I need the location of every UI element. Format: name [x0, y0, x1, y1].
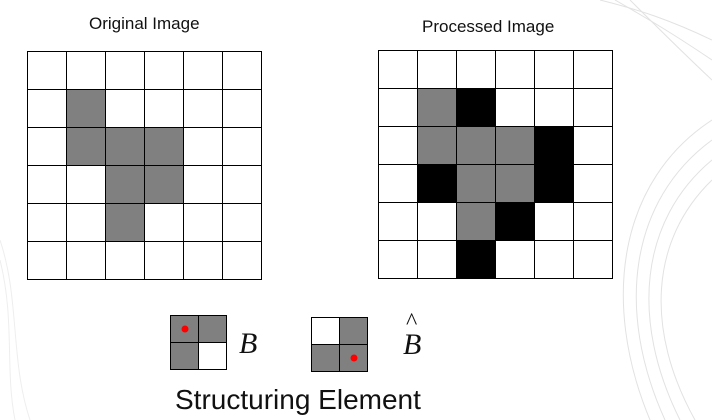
processed-grid-cell — [496, 241, 535, 279]
processed-image-grid — [378, 50, 613, 279]
original-grid-cell — [145, 90, 184, 128]
processed-grid-cell — [379, 89, 418, 127]
processed-grid-cell — [496, 165, 535, 203]
processed-grid-cell — [496, 127, 535, 165]
original-grid-cell — [145, 166, 184, 204]
processed-grid-cell — [379, 203, 418, 241]
structuring-element-b-hat — [311, 317, 368, 372]
original-grid-cell — [184, 128, 223, 166]
processed-grid-cell — [418, 127, 457, 165]
original-grid-cell — [145, 52, 184, 90]
structuring-element-cell — [171, 343, 199, 370]
processed-grid-cell — [574, 203, 613, 241]
processed-grid-cell — [418, 89, 457, 127]
symbol-b: B — [239, 327, 257, 361]
original-grid-cell — [67, 242, 106, 280]
processed-grid-cell — [457, 241, 496, 279]
original-grid-cell — [223, 128, 262, 166]
processed-grid-cell — [535, 51, 574, 89]
original-grid-cell — [145, 242, 184, 280]
symbol-b-hat-letter: B — [403, 328, 422, 361]
original-grid-cell — [145, 128, 184, 166]
original-grid-cell — [184, 52, 223, 90]
origin-dot-icon — [350, 354, 357, 362]
original-grid-cell — [67, 128, 106, 166]
processed-grid-cell — [418, 203, 457, 241]
processed-grid-cell — [457, 203, 496, 241]
symbol-b-letter: B — [239, 327, 258, 360]
original-grid-cell — [223, 90, 262, 128]
original-grid-cell — [106, 128, 145, 166]
structuring-element-cell — [340, 345, 368, 372]
processed-grid-cell — [535, 165, 574, 203]
processed-grid-cell — [574, 127, 613, 165]
original-grid-cell — [28, 52, 67, 90]
original-grid-cell — [67, 52, 106, 90]
processed-grid-cell — [535, 89, 574, 127]
structuring-element-cell — [171, 316, 199, 343]
processed-grid-cell — [496, 89, 535, 127]
processed-grid-cell — [535, 127, 574, 165]
origin-dot-icon — [181, 325, 188, 333]
structuring-element-title: Structuring Element — [175, 384, 421, 415]
processed-grid-cell — [379, 241, 418, 279]
processed-grid-cell — [535, 241, 574, 279]
original-grid-cell — [184, 90, 223, 128]
original-grid-cell — [28, 242, 67, 280]
processed-grid-cell — [457, 51, 496, 89]
original-grid-cell — [184, 166, 223, 204]
original-grid-cell — [67, 204, 106, 242]
original-grid-cell — [106, 242, 145, 280]
original-grid-cell — [67, 166, 106, 204]
original-grid-cell — [106, 204, 145, 242]
processed-grid-cell — [574, 89, 613, 127]
processed-grid-cell — [418, 241, 457, 279]
processed-grid-cell — [457, 89, 496, 127]
processed-grid-cell — [496, 51, 535, 89]
original-image-grid — [27, 51, 262, 280]
original-grid-cell — [106, 90, 145, 128]
original-image-caption: Original Image — [89, 14, 200, 33]
processed-image-caption: Processed Image — [422, 17, 555, 36]
original-grid-cell — [223, 242, 262, 280]
processed-grid-cell — [574, 241, 613, 279]
original-grid-cell — [28, 166, 67, 204]
structuring-element-cell — [312, 345, 340, 372]
original-grid-cell — [106, 166, 145, 204]
original-grid-cell — [67, 90, 106, 128]
processed-grid-cell — [457, 165, 496, 203]
hat-accent: ^ — [406, 309, 418, 335]
original-grid-cell — [106, 52, 145, 90]
structuring-element-cell — [312, 318, 340, 345]
original-grid-cell — [28, 204, 67, 242]
processed-grid-cell — [379, 165, 418, 203]
original-grid-cell — [145, 204, 184, 242]
original-grid-cell — [223, 166, 262, 204]
structuring-element-cell — [199, 316, 227, 343]
processed-grid-cell — [496, 203, 535, 241]
original-grid-cell — [28, 90, 67, 128]
original-grid-cell — [223, 52, 262, 90]
original-grid-cell — [223, 204, 262, 242]
processed-grid-cell — [418, 165, 457, 203]
processed-grid-cell — [574, 165, 613, 203]
structuring-element-cell — [199, 343, 227, 370]
original-grid-cell — [28, 128, 67, 166]
processed-grid-cell — [418, 51, 457, 89]
processed-grid-cell — [379, 51, 418, 89]
processed-grid-cell — [574, 51, 613, 89]
original-grid-cell — [184, 204, 223, 242]
processed-grid-cell — [535, 203, 574, 241]
processed-grid-cell — [457, 127, 496, 165]
structuring-element-cell — [340, 318, 368, 345]
original-grid-cell — [184, 242, 223, 280]
processed-grid-cell — [379, 127, 418, 165]
structuring-element-b — [170, 315, 227, 370]
symbol-b-hat: ^B — [403, 309, 422, 362]
